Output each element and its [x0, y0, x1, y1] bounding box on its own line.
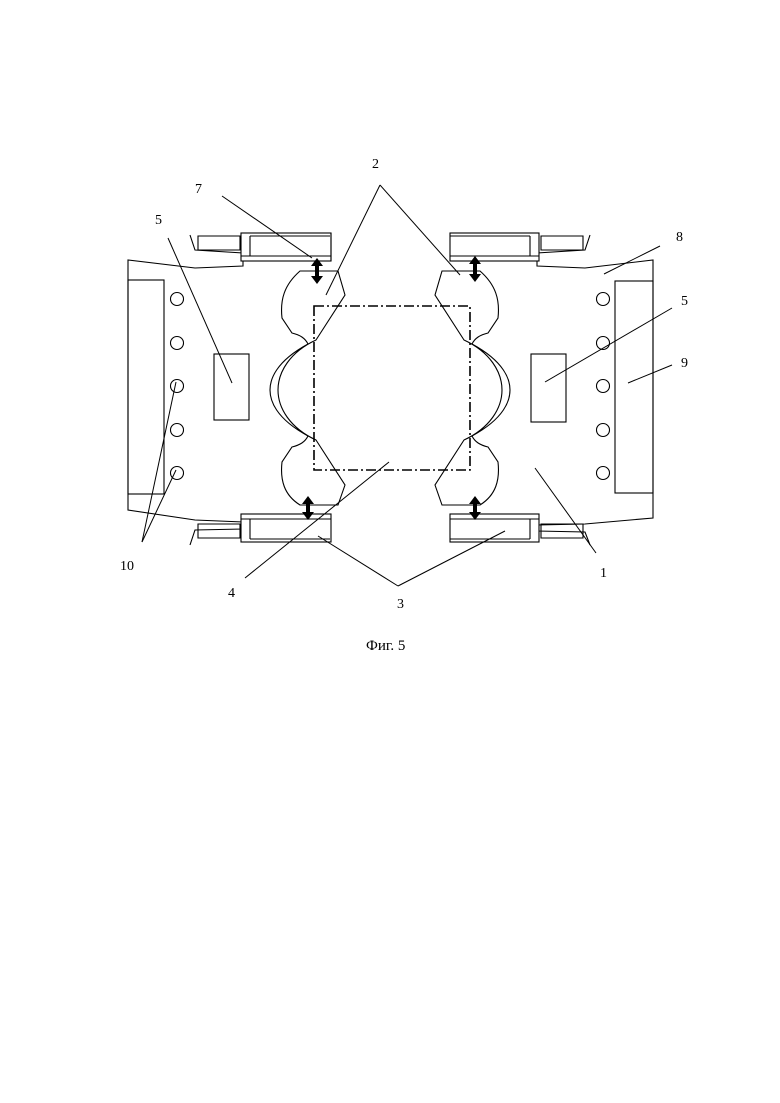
- right-hole-row: [597, 293, 610, 480]
- left-body: [128, 235, 243, 545]
- label-2: 2: [372, 157, 379, 172]
- figure-caption: Фиг. 5: [366, 638, 405, 654]
- left-hole: [171, 293, 184, 306]
- left-hole-row: [171, 293, 184, 480]
- label-7: 7: [195, 182, 202, 197]
- right-center-block: [531, 354, 566, 422]
- label-10: 10: [120, 559, 134, 574]
- label-1: 1: [600, 566, 607, 581]
- leader-lines: [142, 185, 672, 586]
- left-top-actuator: [241, 233, 331, 261]
- label-9: 9: [681, 356, 688, 371]
- left-hole: [171, 337, 184, 350]
- right-hole: [597, 467, 610, 480]
- right-hole: [597, 337, 610, 350]
- right-hole: [597, 293, 610, 306]
- right-hole: [597, 380, 610, 393]
- label-8: 8: [676, 230, 683, 245]
- label-5-left: 5: [155, 213, 162, 228]
- label-4: 4: [228, 586, 235, 601]
- right-side-panel: [615, 281, 653, 493]
- reference-labels: 2 7 5 8 5 9 10 1 4 3: [120, 157, 688, 612]
- right-bottom-actuator: [450, 514, 539, 542]
- workpiece-outline: [314, 306, 470, 470]
- left-hole: [171, 424, 184, 437]
- left-hole: [171, 380, 184, 393]
- right-hole: [597, 424, 610, 437]
- label-3: 3: [397, 597, 404, 612]
- left-center-block: [214, 354, 249, 420]
- left-bottom-actuator: [241, 514, 331, 542]
- label-5-right: 5: [681, 294, 688, 309]
- right-top-actuator: [450, 233, 539, 261]
